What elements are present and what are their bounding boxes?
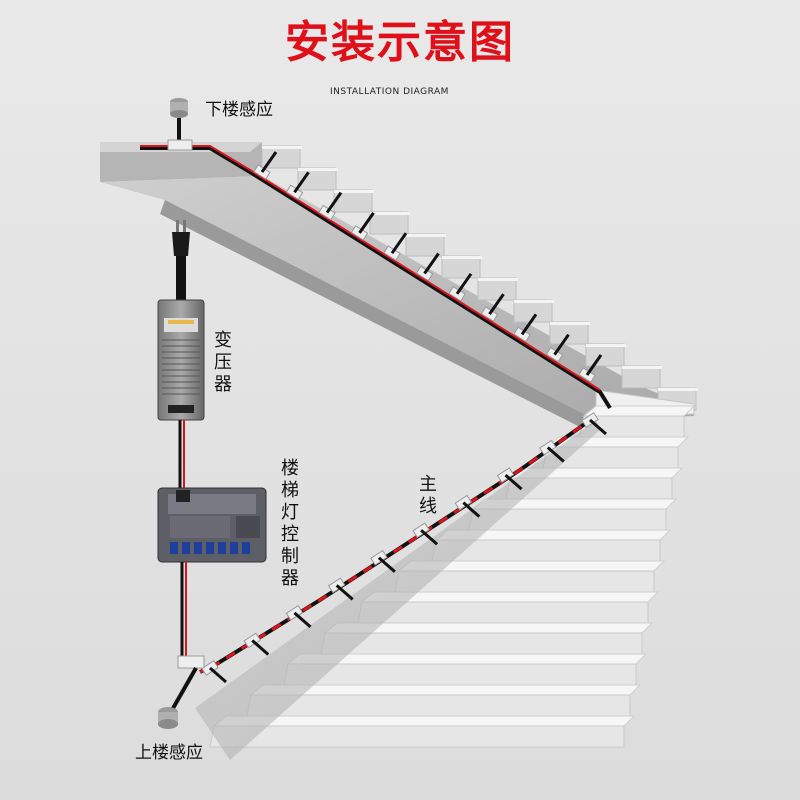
branch-wire [488,293,505,315]
stair-tread [586,344,626,347]
branch-wire [260,151,278,173]
stair-step [621,365,661,389]
branch-wire [423,252,440,275]
bottom-sensor-label: 上楼感应 [135,743,203,763]
branch-wire [520,313,538,336]
stair-riser [246,694,631,717]
stair-riser [320,632,643,655]
branch-wire [390,232,408,255]
stair-tread [658,388,698,391]
transformer-label: 变压器 [214,330,232,395]
stair-tread [582,405,696,417]
branch-wire [251,639,270,656]
branch-wire [462,501,481,518]
stair-riser [283,663,637,686]
power-plug-icon [172,220,190,300]
main-wire-label: 主线 [419,474,437,517]
stair-tread [370,212,410,215]
stair-tread [514,300,554,303]
stair-tread [442,256,482,259]
branch-wire [209,666,227,684]
branch-wire [420,529,439,546]
controller-junction [177,655,205,669]
stair-tread [262,146,302,149]
stair-step [549,321,589,345]
stair-step [405,233,445,257]
stair-tread [406,234,446,237]
transformer-icon [157,299,205,421]
controller-icon [157,487,267,563]
stair-tread [550,322,590,325]
stair-step [477,277,517,301]
branch-wire [293,611,312,629]
upper-branch-connectors [253,151,603,383]
stair-tread [622,366,662,369]
controller-label: 楼梯灯控制器 [281,458,299,589]
motion-sensor-icon [167,98,193,151]
top-sensor-label: 下楼感应 [205,100,273,120]
upper-flight-underside [160,200,596,428]
stair-riser [209,725,625,748]
branch-wire [377,556,396,573]
stair-step [585,343,625,367]
branch-wire [335,584,354,601]
stair-step [369,211,409,235]
branch-wire [585,354,603,376]
motion-sensor-icon [158,667,198,729]
branch-wire [455,272,473,295]
branch-wire [546,446,565,463]
stair-step [441,255,481,279]
lower-branch-connectors [201,412,607,684]
stair-tread [478,278,518,281]
branch-wire [358,212,375,234]
branch-wire [589,418,607,436]
branch-wire [293,171,310,194]
branch-wire [504,473,523,491]
branch-wire [325,191,343,214]
stair-tread [334,190,374,193]
lower-flight-side [195,420,600,760]
branch-wire [553,333,570,356]
stair-tread [298,168,338,171]
diagram-title: 安装示意图 [285,17,515,68]
lower-flight-steps [209,405,696,748]
diagram-subtitle: INSTALLATION DIAGRAM [330,87,449,97]
